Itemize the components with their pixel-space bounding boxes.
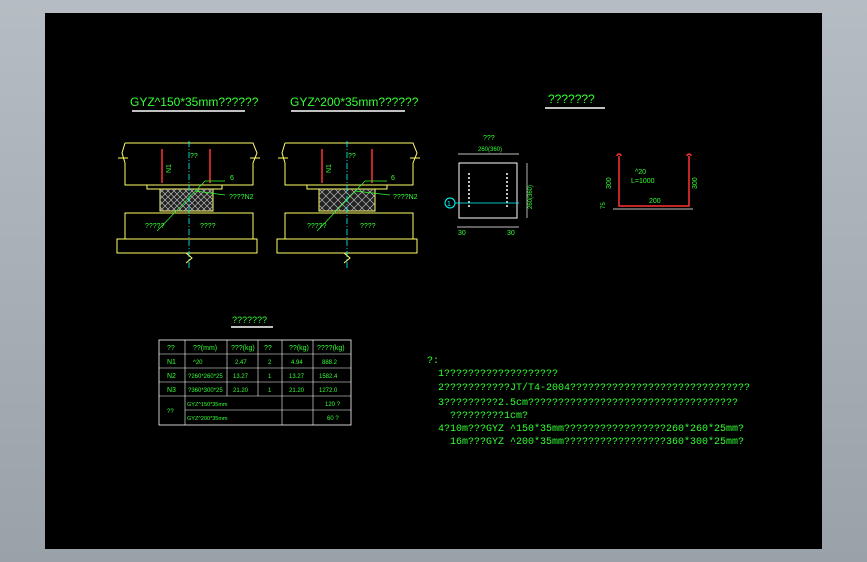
table-header: ????(kg) xyxy=(317,345,345,352)
plate-dim-right: 30 xyxy=(507,230,515,237)
cad-drawing-canvas[interactable]: GYZ^150*35mm?????? GYZ^200*35mm?????? ??… xyxy=(45,13,822,549)
table-row: N1 ^20 2.47 2 4.94 888.2 xyxy=(167,359,338,366)
plate-dim-left: 30 xyxy=(458,230,466,237)
svg-text:888.2: 888.2 xyxy=(322,360,338,366)
bearing-detail-left[interactable]: ?? N1 ????N2 ????? ???? 6 xyxy=(116,141,260,268)
svg-text:^20: ^20 xyxy=(193,360,203,366)
plate-callout: 1 xyxy=(447,201,451,208)
rebar-shape[interactable]: 300 300 ^20 L=1000 200 75 xyxy=(601,153,699,210)
drawing-svg: GYZ^150*35mm?????? GYZ^200*35mm?????? ??… xyxy=(116,92,699,426)
note-line: 3?????????2.5cm?????????????????????????… xyxy=(438,398,739,409)
table-title: ??????? xyxy=(232,315,267,325)
table-header: ?? xyxy=(264,345,272,352)
rebar-dim-bottom: 200 xyxy=(649,198,661,205)
svg-text:N2: N2 xyxy=(167,373,176,380)
rebar-length: L=1000 xyxy=(631,178,655,185)
detail-left-cap-label: ???? xyxy=(200,223,216,230)
svg-text:1: 1 xyxy=(268,388,272,394)
svg-text:1582.4: 1582.4 xyxy=(319,374,338,380)
svg-text:GYZ^200*35mm: GYZ^200*35mm xyxy=(187,416,228,422)
detail-mid-cap-label: ???? xyxy=(360,223,376,230)
detail-mid-n2: ????N2 xyxy=(393,194,418,201)
detail-left-n1: N1 xyxy=(166,164,173,173)
svg-text:4.94: 4.94 xyxy=(291,360,303,366)
quantity-table[interactable]: ??????? ?? ??(mm) ???(kg) ?? ??(kg) ????… xyxy=(158,315,352,426)
detail-mid-n1: N1 xyxy=(326,164,333,173)
plate-dim-side: 260(360) xyxy=(528,185,534,209)
svg-text:21.20: 21.20 xyxy=(233,388,249,394)
rebar-dim-left: 300 xyxy=(606,177,613,189)
title-left: GYZ^150*35mm?????? xyxy=(130,95,259,109)
svg-text:N3: N3 xyxy=(167,387,176,394)
detail-mid-pad-label: ????? xyxy=(307,223,327,230)
rebar-mark: ^20 xyxy=(635,169,646,176)
note-line: 16m???GYZ ^200*35mm?????????????????360*… xyxy=(438,437,745,448)
table-row: N2 ?260*260*25 13.27 1 13.27 1582.4 xyxy=(167,373,338,380)
svg-text:120 ?: 120 ? xyxy=(325,402,341,408)
table-row: GYZ^150*35mm 120 ? xyxy=(187,402,341,408)
note-line: 2???????????JT/T4-2004??????????????????… xyxy=(438,383,751,394)
svg-text:GYZ^150*35mm: GYZ^150*35mm xyxy=(187,402,228,408)
title-mid: GYZ^200*35mm?????? xyxy=(290,95,419,109)
table-row: N3 ?360*300*25 21.20 1 21.20 1272.0 xyxy=(167,387,338,394)
plate-top-label: ??? xyxy=(483,135,495,142)
detail-left-pad-label: ????? xyxy=(145,223,165,230)
svg-text:?260*260*25: ?260*260*25 xyxy=(188,374,223,380)
table-header: ??(mm) xyxy=(193,345,217,352)
table-header: ?? xyxy=(167,345,175,352)
svg-text:2: 2 xyxy=(268,360,272,366)
note-line: ?????????1cm? xyxy=(438,411,529,422)
note-line: 1??????????????????? xyxy=(438,369,559,380)
table-merged-label: ?? xyxy=(167,409,174,415)
svg-text:N1: N1 xyxy=(167,359,176,366)
svg-text:13.27: 13.27 xyxy=(289,374,305,380)
bearing-detail-mid[interactable]: ?? N1 ????N2 ????? ???? 6 xyxy=(276,141,420,268)
detail-left-angle: 6 xyxy=(230,175,234,182)
note-line: 4?10m???GYZ ^150*35mm?????????????????26… xyxy=(438,424,745,435)
steel-plate-plan[interactable]: ??? 260(360) 1 260(360) 30 30 xyxy=(444,135,534,237)
title-right: ??????? xyxy=(548,92,595,106)
plate-dim-top: 260(360) xyxy=(478,147,502,153)
table-header: ???(kg) xyxy=(231,345,255,352)
rebar-dim-small: 75 xyxy=(601,202,607,209)
svg-text:2.47: 2.47 xyxy=(235,360,247,366)
detail-left-n2: ????N2 xyxy=(229,194,254,201)
svg-text:60 ?: 60 ? xyxy=(327,416,339,422)
table-row: GYZ^200*35mm 60 ? xyxy=(187,416,339,422)
svg-text:13.27: 13.27 xyxy=(233,374,249,380)
svg-text:1272.0: 1272.0 xyxy=(319,388,338,394)
svg-text:?360*300*25: ?360*300*25 xyxy=(188,388,223,394)
rebar-dim-right: 300 xyxy=(692,177,699,189)
detail-left-label: ?? xyxy=(190,153,198,160)
svg-text:1: 1 xyxy=(268,374,272,380)
table-header: ??(kg) xyxy=(289,345,309,352)
notes-heading: ?: xyxy=(427,356,440,367)
detail-mid-angle: 6 xyxy=(391,175,395,182)
detail-mid-label: ?? xyxy=(348,153,356,160)
svg-text:21.20: 21.20 xyxy=(289,388,305,394)
